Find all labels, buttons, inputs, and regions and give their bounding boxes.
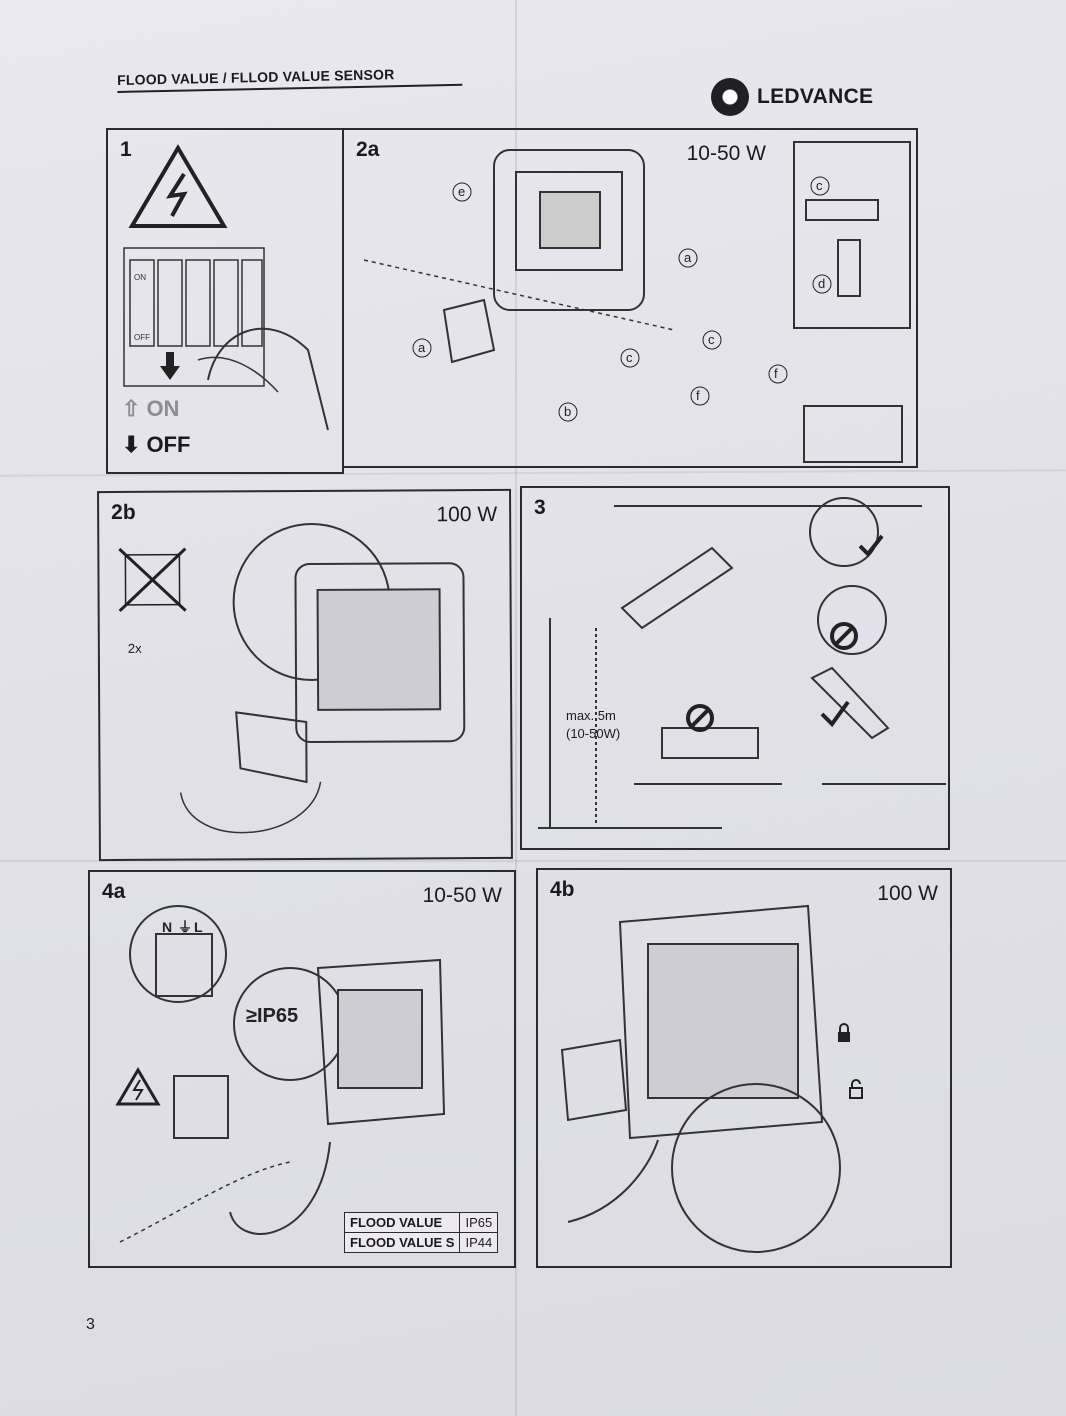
page-number: 3 (86, 1316, 95, 1333)
arrow-down-icon (160, 352, 180, 380)
panel-step-2b: 2b 100 W 2x (97, 488, 513, 862)
svg-text:⏚: ⏚ (178, 919, 192, 935)
height-note-range: (10-50W) (566, 726, 621, 741)
check-icon (820, 700, 850, 728)
fold-line (515, 0, 517, 1416)
svg-text:c: c (708, 332, 715, 347)
step-number: 2a (356, 138, 380, 161)
svg-text:c: c (816, 178, 823, 193)
off-indicator: ⬇ OFF (122, 432, 191, 457)
breaker-panel-icon (123, 247, 329, 431)
svg-text:OFF: OFF (134, 333, 150, 342)
step-number: 3 (534, 496, 546, 519)
svg-text:L: L (194, 919, 203, 935)
wattage-label: 10-50 W (422, 884, 502, 907)
svg-text:c: c (626, 350, 633, 365)
svg-text:d: d (818, 276, 825, 291)
prohibited-icon (686, 704, 714, 732)
panel-step-4b: 4b 100 W (536, 868, 952, 1268)
step-number: 1 (120, 138, 132, 161)
panel-step-2a: 2a 10-50 W e a a b c c c (342, 128, 918, 468)
wattage-label: 10-50 W (686, 142, 766, 165)
svg-text:e: e (458, 184, 465, 199)
svg-text:f: f (774, 366, 778, 381)
prohibited-box-icon (118, 547, 187, 613)
arrow-up-icon: ⇧ (122, 396, 141, 421)
brand-name: LEDVANCE (757, 85, 874, 108)
svg-text:b: b (564, 404, 571, 419)
wattage-label: 100 W (877, 882, 938, 905)
arrow-down-icon: ⬇ (122, 432, 141, 457)
svg-text:a: a (418, 340, 426, 355)
panel-step-3: 3 max. 5m (10-50W) (520, 486, 950, 850)
orientation-illustration (538, 497, 946, 829)
check-icon (858, 534, 884, 558)
table-row: FLOOD VALUE IP65 (343, 1212, 499, 1233)
product-title: FLOOD VALUE / FLLOD VALUE SENSOR (117, 64, 463, 93)
step-number: 4a (102, 880, 126, 903)
brand: LEDVANCE (711, 78, 873, 116)
svg-text:≥IP65: ≥IP65 (246, 1005, 298, 1027)
prohibited-icon (830, 622, 858, 650)
height-note: max. 5m (566, 708, 616, 723)
mounting-100w-illustration (118, 522, 466, 834)
unlock-icon (849, 1079, 863, 1099)
ledvance-logo-icon (711, 78, 749, 116)
breaker-illustration: ON OFF (123, 144, 329, 431)
on-indicator: ⇧ ON (122, 396, 180, 421)
svg-text:a: a (684, 250, 692, 265)
svg-text:N: N (162, 919, 172, 935)
step-number: 4b (550, 878, 575, 901)
warning-icon (128, 144, 228, 228)
wiring-illustration: N ⏚ L ≥IP65 (115, 905, 446, 1243)
model-ip-table: FLOOD VALUE IP65 FLOOD VALUE S IP44 (343, 1212, 499, 1253)
tilt-adjust-illustration (560, 904, 863, 1253)
table-row: FLOOD VALUE S IP44 (343, 1232, 499, 1253)
svg-text:ON: ON (134, 273, 146, 282)
svg-text:f: f (696, 388, 700, 403)
panel-step-1: 1 ON OFF ⇧ (106, 128, 344, 474)
lock-icon (838, 1023, 850, 1042)
mounting-illustration: e a a b c c c d f f (363, 141, 911, 463)
panel-step-4a: 4a 10-50 W N ⏚ L ≥IP65 (88, 870, 516, 1268)
fold-line (0, 860, 1066, 862)
warning-icon (115, 1067, 161, 1106)
